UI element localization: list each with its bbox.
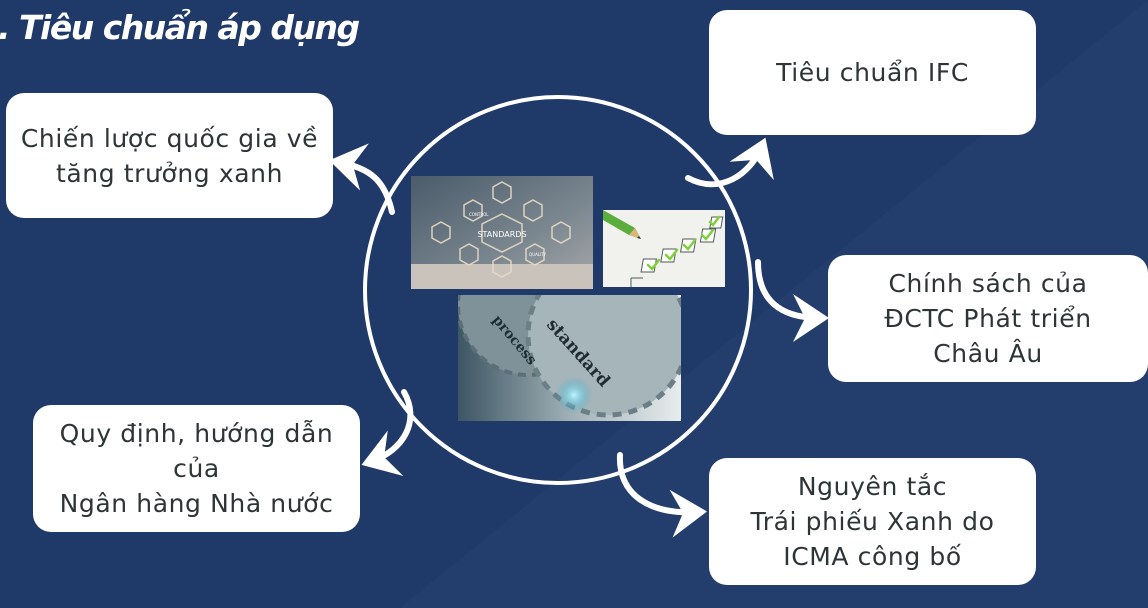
gears-image: standard process bbox=[458, 295, 681, 421]
box-ifc-line-1: Tiêu chuẩn IFC bbox=[776, 58, 969, 87]
standards-quality-label: QUALITY bbox=[529, 252, 547, 257]
box-icma-line-2: Trái phiếu Xanh do bbox=[750, 507, 995, 536]
checklist-image bbox=[603, 210, 725, 287]
page-title: . Tiêu chuẩn áp dụng bbox=[0, 8, 360, 47]
standards-image: STANDARDS CONTROL QUALITY bbox=[411, 176, 593, 289]
box-ifc-standards: Tiêu chuẩn IFC bbox=[709, 10, 1036, 135]
arrow-to-icma bbox=[616, 452, 707, 538]
box-eib-policy: Chính sách của ĐCTC Phát triển Châu Âu bbox=[828, 255, 1148, 382]
box-sbv-line-2: của bbox=[173, 454, 220, 483]
box-sbv-line-1: Quy định, hướng dẫn bbox=[59, 419, 334, 448]
box-eib-line-3: Châu Âu bbox=[933, 339, 1043, 368]
box-sbv-line-3: Ngân hàng Nhà nước bbox=[59, 489, 334, 518]
box-icma-line-1: Nguyên tắc bbox=[797, 472, 948, 501]
standards-control-label: CONTROL bbox=[469, 212, 489, 217]
arrow-to-sbv bbox=[361, 389, 414, 476]
box-icma-line-3: ICMA công bố bbox=[783, 542, 962, 571]
box-strategy-line-1: Chiến lược quốc gia về bbox=[20, 123, 319, 153]
box-icma-principles: Nguyên tắc Trái phiếu Xanh do ICMA công … bbox=[709, 458, 1036, 585]
box-green-growth-strategy: Chiến lược quốc gia về tăng trưởng xanh bbox=[6, 93, 333, 218]
box-strategy-line-2: tăng trưởng xanh bbox=[55, 158, 284, 188]
standards-center-label: STANDARDS bbox=[477, 230, 526, 239]
arrow-to-ifc bbox=[685, 137, 774, 188]
box-sbv-regulations: Quy định, hướng dẫn của Ngân hàng Nhà nư… bbox=[33, 405, 360, 532]
box-eib-line-1: Chính sách của bbox=[888, 269, 1088, 298]
cycle-circle bbox=[363, 95, 753, 485]
arrow-to-eib bbox=[755, 259, 829, 342]
arrow-to-strategy bbox=[329, 143, 395, 215]
box-eib-line-2: ĐCTC Phát triển bbox=[884, 304, 1092, 333]
